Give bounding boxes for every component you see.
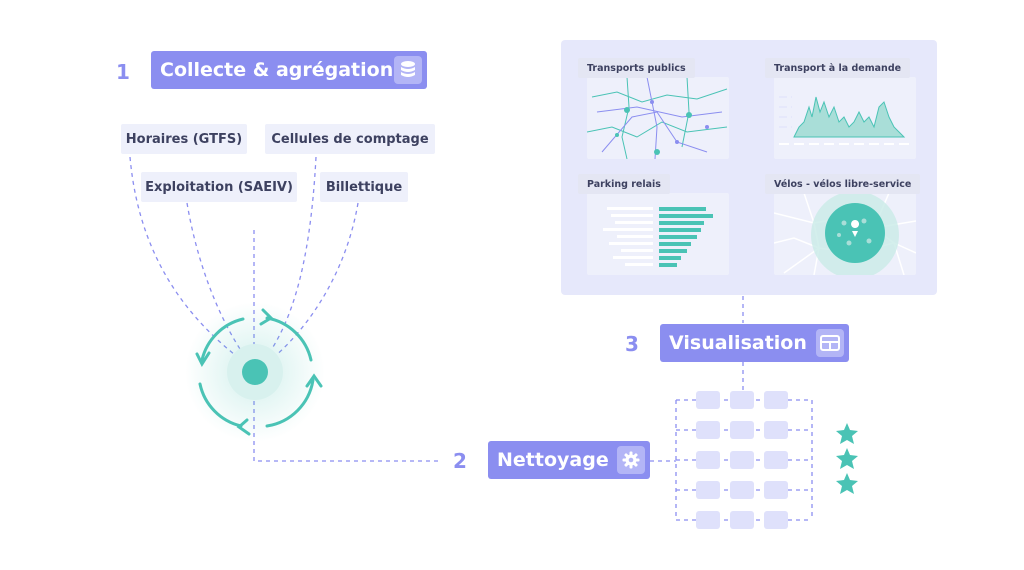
layout-icon xyxy=(816,329,844,357)
area-chart xyxy=(779,96,911,145)
source-cellules: Cellules de comptage xyxy=(265,124,435,154)
network-map xyxy=(587,77,728,159)
aggregation-cycle-icon xyxy=(185,302,325,442)
card-transports-publics xyxy=(587,77,729,159)
step-visualisation-button[interactable]: Visualisation xyxy=(660,324,849,362)
gear-icon xyxy=(617,446,645,474)
quality-stars xyxy=(836,423,858,494)
horizontal-bar-chart xyxy=(603,207,713,267)
data-grid xyxy=(696,391,788,529)
step-collecte-label: Collecte & agrégation xyxy=(160,59,394,81)
step-nettoyage-label: Nettoyage xyxy=(497,449,609,471)
heat-map xyxy=(774,193,916,275)
step-1-number: 1 xyxy=(116,60,130,84)
star-icon xyxy=(836,448,858,469)
map-pin-icon xyxy=(851,220,860,237)
card-title-transports-publics: Transports publics xyxy=(578,58,695,78)
card-title-transport-demande: Transport à la demande xyxy=(765,58,911,78)
source-exploitation: Exploitation (SAEIV) xyxy=(141,172,297,202)
step-visualisation-label: Visualisation xyxy=(669,332,807,354)
star-icon xyxy=(836,473,858,494)
card-title-parking-relais: Parking relais xyxy=(578,174,670,194)
card-parking-relais xyxy=(587,193,729,275)
step-collecte-button[interactable]: Collecte & agrégation xyxy=(151,51,427,89)
card-title-velos: Vélos - vélos libre-service xyxy=(765,174,921,194)
source-horaires: Horaires (GTFS) xyxy=(121,124,247,154)
step-3-number: 3 xyxy=(625,332,639,356)
step-2-number: 2 xyxy=(453,449,467,473)
source-billettique: Billettique xyxy=(320,172,408,202)
step-nettoyage-button[interactable]: Nettoyage xyxy=(488,441,650,479)
star-icon xyxy=(836,423,858,444)
database-icon xyxy=(394,56,422,84)
